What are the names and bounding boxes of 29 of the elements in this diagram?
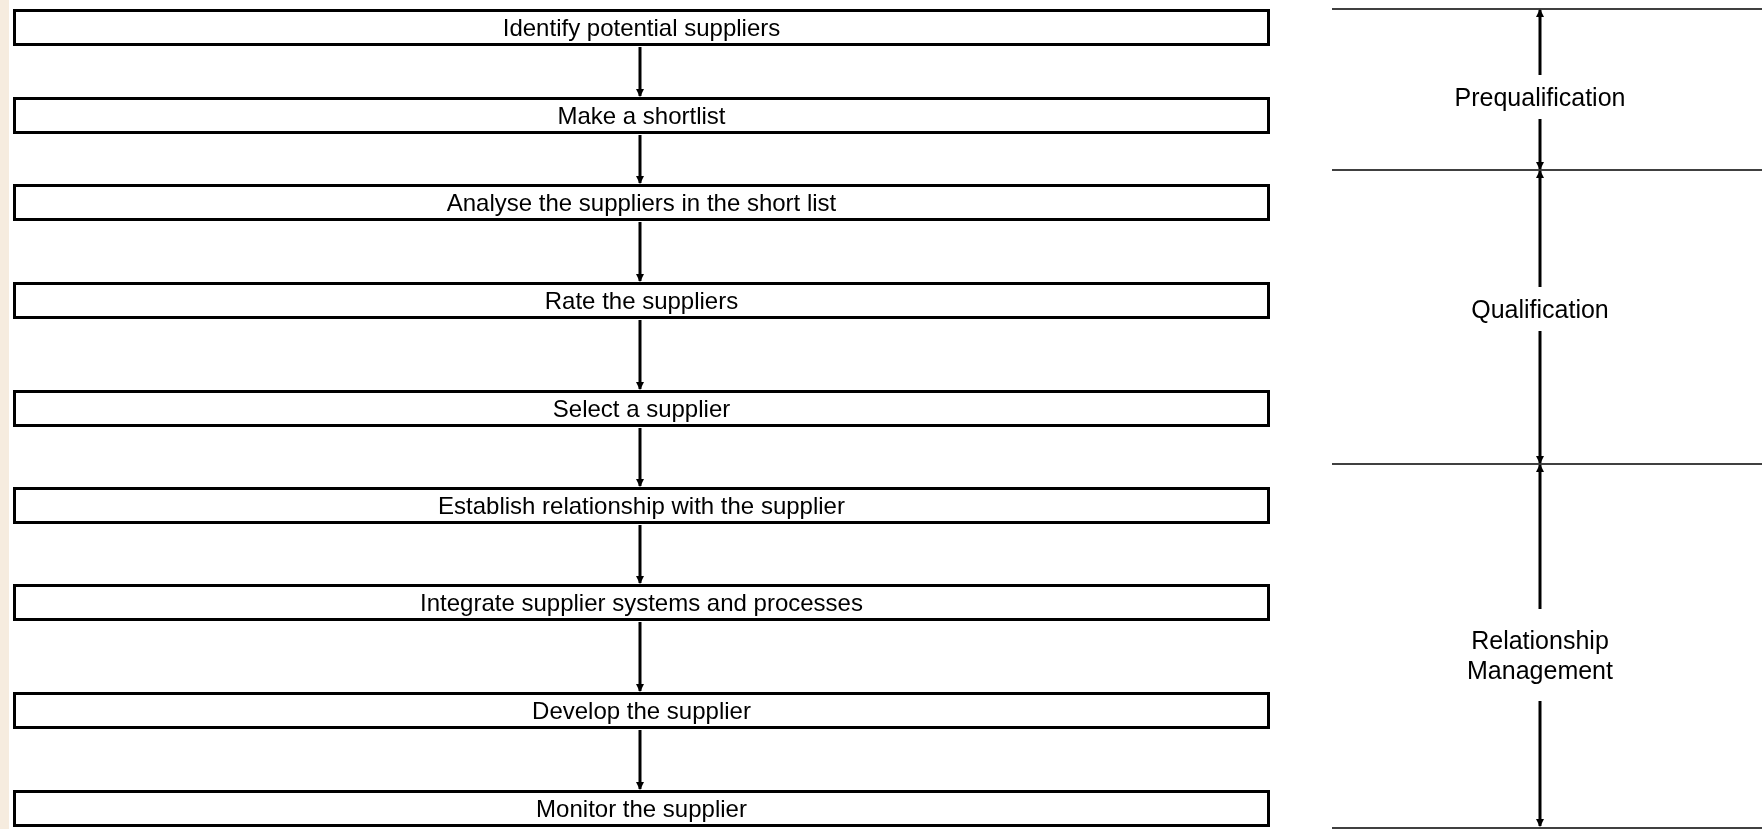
process-box bbox=[13, 390, 1270, 427]
arrow bbox=[636, 222, 644, 282]
arrow bbox=[636, 428, 644, 487]
arrow bbox=[636, 730, 644, 790]
step-label: Select a supplier bbox=[552, 396, 731, 421]
process-box bbox=[13, 487, 1270, 524]
phase-label: Relationship Management bbox=[1466, 625, 1614, 686]
arrow bbox=[636, 320, 644, 390]
process-box bbox=[13, 184, 1270, 221]
process-box bbox=[13, 584, 1270, 621]
phase-label: Prequalification bbox=[1453, 82, 1627, 113]
process-box bbox=[13, 9, 1270, 46]
step-label: Rate the suppliers bbox=[544, 288, 739, 313]
step-label: Integrate supplier systems and processes bbox=[420, 590, 863, 615]
process-box bbox=[13, 692, 1270, 729]
step-label: Analyse the suppliers in the short list bbox=[446, 190, 837, 215]
step-label: Identify potential suppliers bbox=[502, 15, 781, 40]
step-label: Develop the supplier bbox=[532, 698, 751, 723]
process-box bbox=[13, 282, 1270, 319]
step-label: Establish relationship with the supplier bbox=[438, 493, 845, 518]
process-box bbox=[13, 97, 1270, 134]
phase-label: Qualification bbox=[1470, 294, 1610, 325]
arrow bbox=[636, 525, 644, 584]
arrow bbox=[636, 47, 644, 97]
arrow bbox=[636, 135, 644, 184]
arrow bbox=[636, 622, 644, 692]
process-box bbox=[13, 790, 1270, 827]
step-label: Monitor the supplier bbox=[536, 796, 747, 821]
step-label: Make a shortlist bbox=[557, 103, 726, 128]
